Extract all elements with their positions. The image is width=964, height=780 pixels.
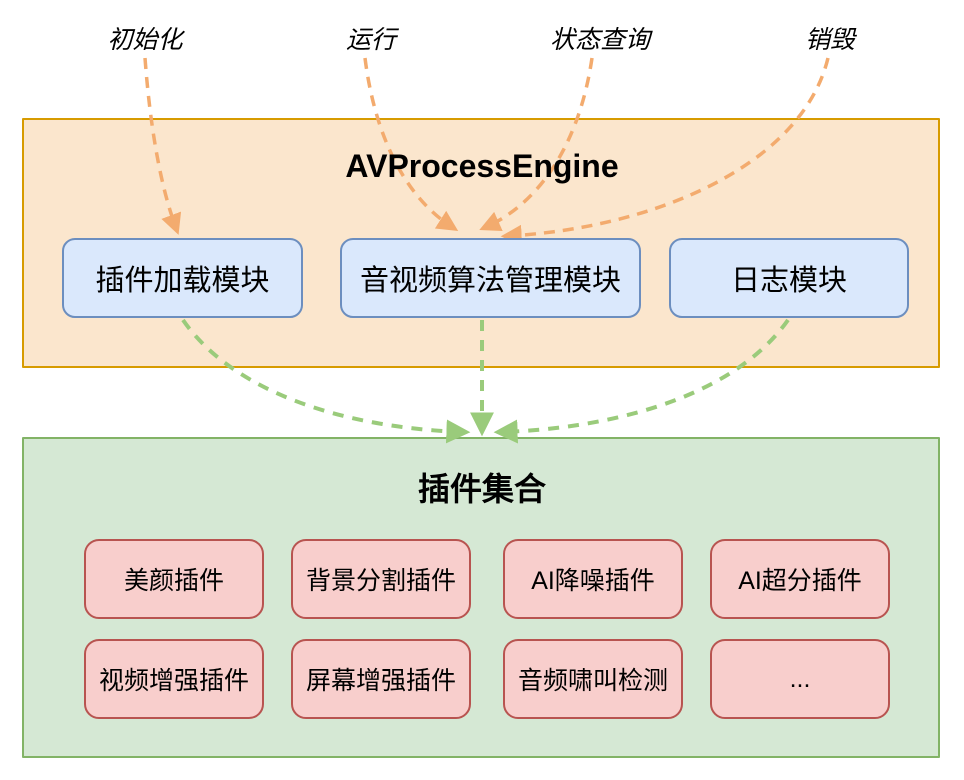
lifecycle-label-destroy: 销毁	[804, 26, 856, 54]
plugin-background-segmentation: 背景分割插件	[291, 539, 471, 619]
module-av-algorithm-manager: 音视频算法管理模块	[340, 238, 641, 318]
plugin-screen-enhance: 屏幕增强插件	[291, 639, 471, 719]
lifecycle-label-initialize: 初始化	[107, 26, 183, 54]
plugin-more: ...	[710, 639, 890, 719]
plugin-video-enhance: 视频增强插件	[84, 639, 264, 719]
plugin-audio-howling-detection: 音频啸叫检测	[503, 639, 683, 719]
plugin-beauty: 美颜插件	[84, 539, 264, 619]
plugin-ai-denoise: AI降噪插件	[503, 539, 683, 619]
plugin-ai-super-resolution: AI超分插件	[710, 539, 890, 619]
plugin-collection-title: 插件集合	[417, 471, 547, 507]
module-log: 日志模块	[669, 238, 909, 318]
engine-title: AVProcessEngine	[345, 148, 619, 184]
lifecycle-label-run: 运行	[345, 26, 397, 54]
lifecycle-label-status-query: 状态查询	[549, 26, 651, 54]
module-plugin-loader: 插件加载模块	[62, 238, 303, 318]
